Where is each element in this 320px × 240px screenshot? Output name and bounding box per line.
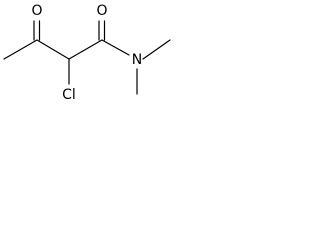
nitrogen-to-methyl-bond-right — [142, 39, 171, 60]
alpha-carbon-to-amide-carbon-bond — [68, 39, 103, 60]
chemical-structure: O O Cl N — [3, 3, 171, 103]
chlorine-label: Cl — [62, 87, 76, 103]
methyl-to-ketone-carbon-bond — [3, 39, 38, 60]
amide-carbon-to-nitrogen-bond — [101, 39, 130, 56]
ketone-carbon-to-alpha-carbon-bond — [36, 39, 70, 60]
amide-oxygen-label: O — [96, 3, 107, 19]
ketone-oxygen-label: O — [31, 3, 42, 19]
nitrogen-label: N — [132, 52, 142, 68]
